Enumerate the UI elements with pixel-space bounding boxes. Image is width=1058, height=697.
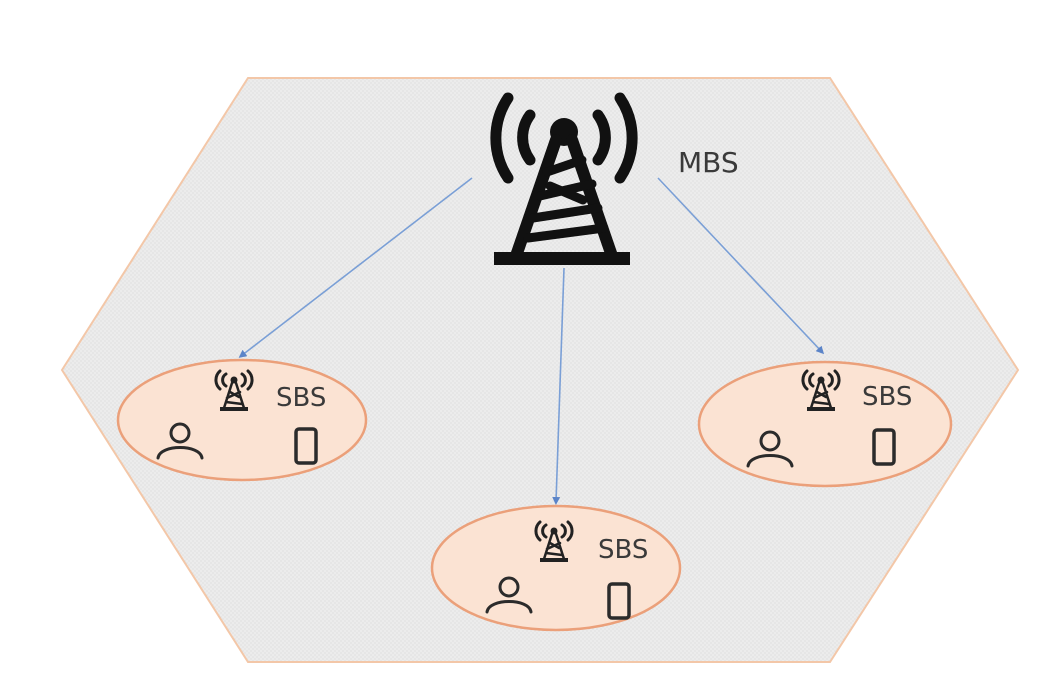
macro-tower-icon [490,92,638,265]
sbs-label: SBS [862,382,912,412]
sbs-label: SBS [276,383,326,413]
small-cell-bottom: SBS [430,504,682,632]
small-cell-area [430,504,682,632]
link-to-left-sbs [238,177,473,358]
macro-cell-area [60,77,1020,663]
small-cell-left: SBS [116,358,368,482]
link-to-right-sbs [657,177,825,355]
mbs-label: MBS [678,146,739,179]
link-to-bottom-sbs [552,267,565,505]
small-cell-right: SBS [697,360,953,488]
sbs-label: SBS [598,535,648,565]
small-cell-area [697,360,953,488]
small-cell-area [116,358,368,482]
